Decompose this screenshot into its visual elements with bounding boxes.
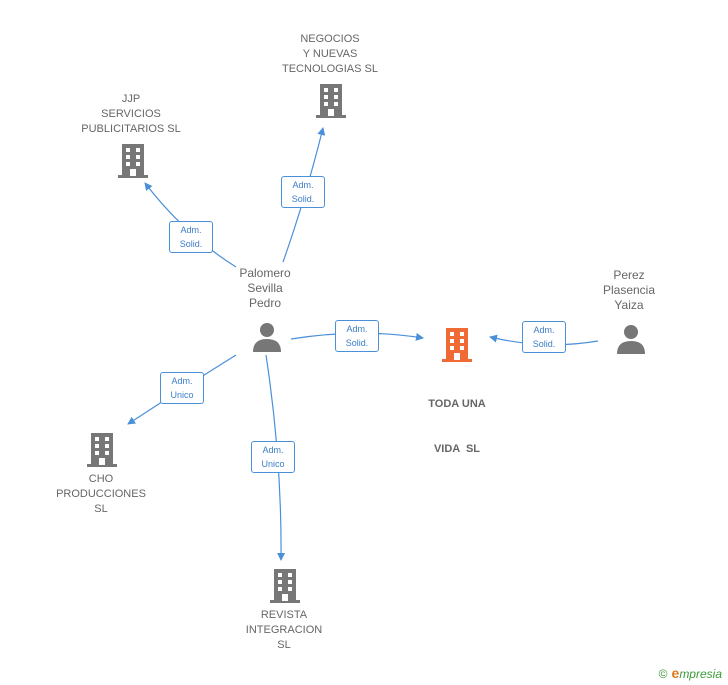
person-icon[interactable] [616,324,646,354]
edge-label-line: Unico [170,390,194,400]
node-label-cho: CHO PRODUCCIONES SL [46,472,156,517]
building-icon[interactable] [270,569,300,603]
label-line: Yaiza [614,298,644,312]
node-label-toda: TODA UNA VIDA SL [407,367,507,472]
node-label-palomero: Palomero Sevilla Pedro [220,266,310,311]
brand-initial: e [671,665,680,681]
building-icon[interactable] [316,84,346,118]
label-line: VIDA SL [433,443,481,455]
brand-name: mpresia [679,667,722,681]
label-line: SL [94,503,108,515]
edge-label-line: Adm. [262,445,284,455]
label-line: Pedro [248,296,282,310]
node-label-jjp: JJP SERVICIOS PUBLICITARIOS SL [70,92,192,137]
edge-label-line: Solid. [532,339,556,349]
edge-label-line: Adm. [346,324,368,334]
edge-label-cho: Adm. Unico [160,372,204,404]
label-line: SL [277,639,291,651]
label-line: PRODUCCIONES [56,488,146,500]
label-line: Sevilla [247,281,283,295]
edge-label-toda-palomero: Adm. Solid. [335,320,379,352]
edge-label-revista: Adm. Unico [251,441,295,473]
edge-label-line: Adm. [180,225,202,235]
edge-label-negocios: Adm. Solid. [281,176,325,208]
edge-label-line: Solid. [291,194,315,204]
label-line: TODA UNA [428,398,486,410]
edge-label-line: Adm. [292,180,314,190]
building-icon[interactable] [118,144,148,178]
building-icon[interactable] [87,433,117,467]
label-line: NEGOCIOS [300,33,360,45]
edge-label-line: Solid. [179,239,203,249]
edge-label-toda-perez: Adm. Solid. [522,321,566,353]
brand-logo: ©empresia [659,665,722,681]
person-icon[interactable] [252,322,282,352]
label-line: Palomero [239,266,291,280]
label-line: Perez [613,268,645,282]
edge-label-line: Adm. [533,325,555,335]
node-label-negocios: NEGOCIOS Y NUEVAS TECNOLOGIAS SL [270,32,390,77]
node-label-revista: REVISTA INTEGRACION SL [232,608,336,653]
label-line: Plasencia [602,283,656,297]
label-line: SERVICIOS [101,108,161,120]
label-line: JJP [121,93,141,105]
copyright-icon: © [658,667,668,681]
edge-label-jjp: Adm. Solid. [169,221,213,253]
edge-label-line: Unico [261,459,285,469]
label-line: CHO [88,473,114,485]
label-line: REVISTA [260,609,308,621]
label-line: TECNOLOGIAS SL [282,63,378,75]
label-line: INTEGRACION [245,624,323,636]
building-icon[interactable] [442,328,472,362]
label-line: PUBLICITARIOS SL [81,123,181,135]
edge-label-line: Adm. [171,376,193,386]
node-label-perez: Perez Plasencia Yaiza [584,268,674,313]
edge-label-line: Solid. [345,338,369,348]
label-line: Y NUEVAS [302,48,358,60]
